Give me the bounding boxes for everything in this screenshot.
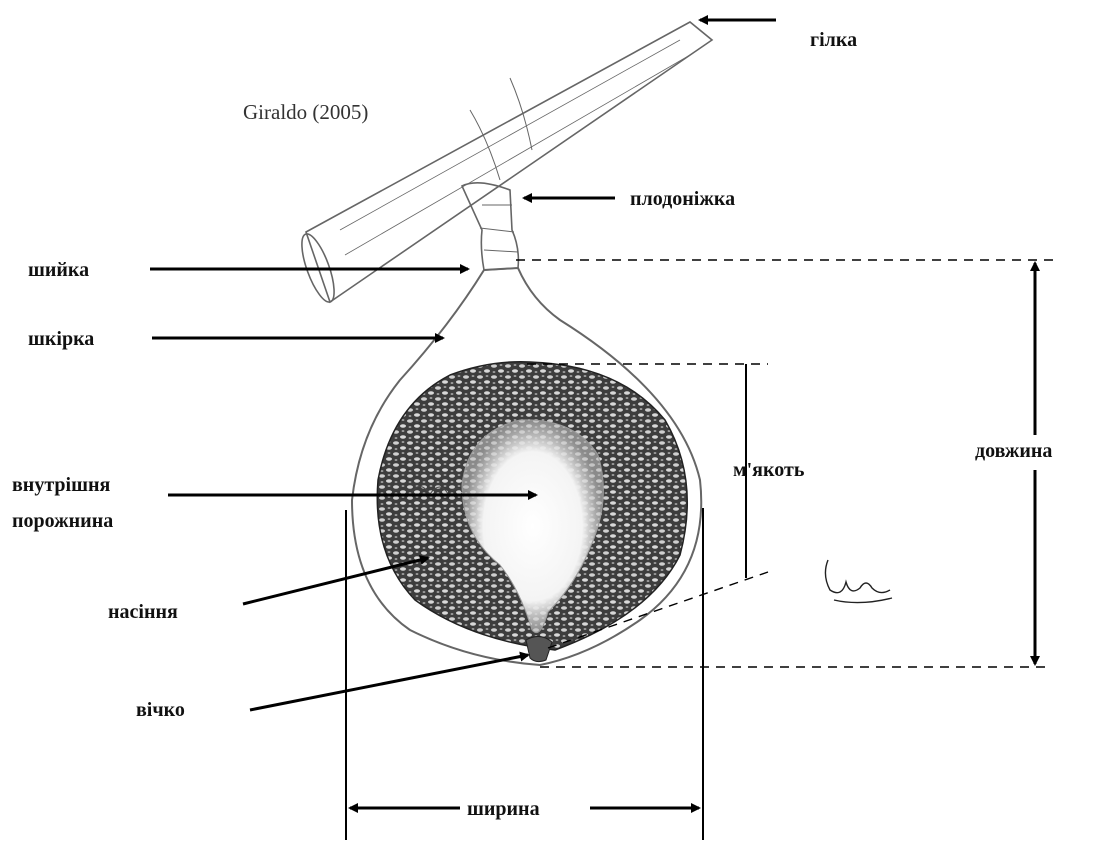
label-skin: шкірка [28, 328, 443, 350]
label-ostiole: вічко [136, 655, 528, 721]
length-label: довжина [975, 440, 1052, 462]
credit-text: Giraldo (2005) [243, 100, 368, 124]
label-neck: шийка [28, 259, 468, 281]
skin-label: шкірка [28, 328, 94, 350]
peduncle-label: плодоніжка [630, 188, 735, 210]
branch-label: гілка [810, 29, 857, 51]
ostiole-arrow [250, 655, 528, 710]
cavity-label-line2: порожнина [12, 510, 113, 532]
pulp-label: м'якоть [733, 459, 805, 481]
cavity-label-line1: внутрішня [12, 474, 110, 496]
ostiole-label: вічко [136, 699, 185, 721]
width-label: ширина [467, 798, 540, 820]
artist-signature [825, 560, 892, 603]
label-branch: гілка [700, 20, 857, 51]
peduncle-drawing [462, 183, 518, 270]
seeds-label: насіння [108, 601, 178, 623]
branch-drawing [295, 22, 712, 306]
label-seeds: насіння [108, 558, 428, 623]
label-peduncle: плодоніжка [524, 188, 735, 210]
ostiole-drawing [526, 636, 552, 661]
neck-label: шийка [28, 259, 89, 281]
